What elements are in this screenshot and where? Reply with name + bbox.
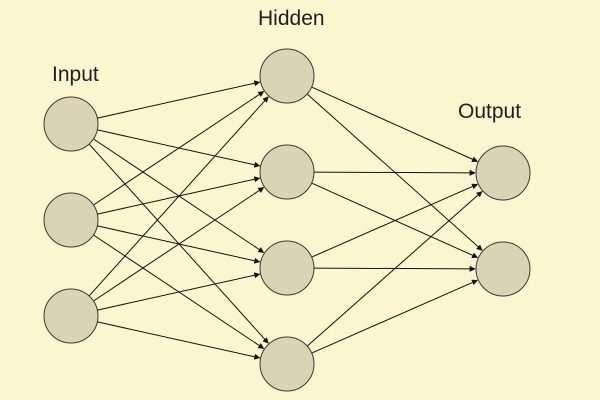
input-node-1 (43, 96, 99, 152)
edge-hidden-4-to-output-2 (311, 279, 478, 354)
input-layer-label: Input (52, 63, 99, 86)
input-node-2 (43, 192, 99, 248)
edge-input-3-to-hidden-1 (88, 96, 269, 297)
edge-hidden-3-to-output-1 (311, 183, 478, 258)
hidden-node-1 (259, 48, 315, 104)
connections (88, 80, 483, 360)
edge-input-3-to-hidden-3 (97, 272, 261, 311)
edge-input-2-to-hidden-1 (93, 91, 265, 206)
output-node-1 (475, 145, 531, 201)
hidden-layer-label: Hidden (258, 7, 325, 30)
edge-hidden-2-to-output-1 (313, 169, 476, 176)
hidden-node-3 (259, 240, 315, 296)
hidden-node-4 (259, 336, 315, 392)
input-node-3 (43, 288, 99, 344)
output-layer-label: Output (458, 100, 522, 123)
edge-input-1-to-hidden-1 (97, 80, 261, 119)
edge-hidden-4-to-output-1 (306, 191, 483, 347)
edge-hidden-1-to-output-1 (311, 86, 479, 163)
hidden-node-2 (259, 144, 315, 200)
edge-input-3-to-hidden-2 (93, 187, 265, 302)
neurons (43, 48, 531, 392)
output-node-2 (475, 241, 531, 297)
edge-input-3-to-hidden-4 (97, 321, 261, 360)
